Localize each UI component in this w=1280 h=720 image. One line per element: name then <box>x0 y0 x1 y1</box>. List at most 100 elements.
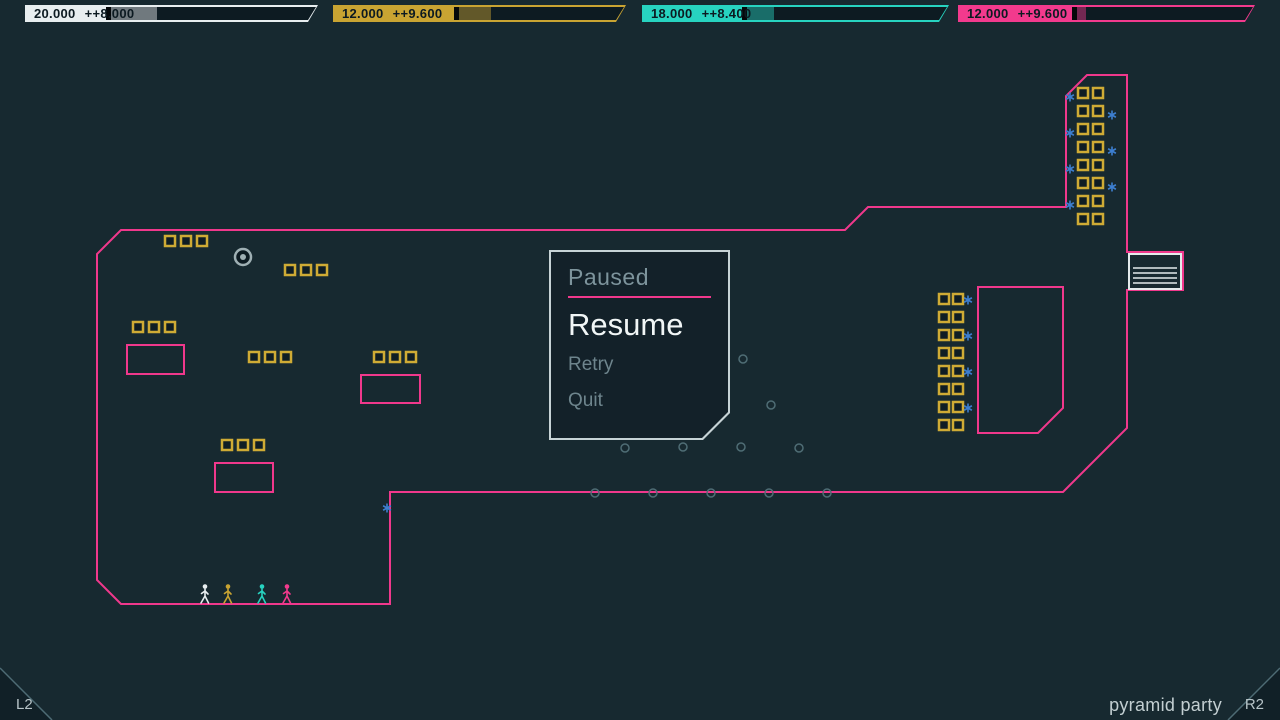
timer-bar-player2: 12.000 ++9.600 <box>333 5 626 22</box>
gold-piece <box>1076 176 1090 190</box>
mine <box>620 443 630 453</box>
gold-piece <box>937 310 951 324</box>
gold-piece <box>372 350 386 364</box>
pause-menu: Paused Resume Retry Quit <box>549 250 730 440</box>
timer-tick <box>106 7 111 20</box>
corner-line-right <box>1227 667 1280 720</box>
left-trigger-hint: L2 <box>16 696 33 713</box>
timer-bar-player3: 18.000 ++8.400 <box>642 5 949 22</box>
timer-track: 18.000 ++8.400 <box>644 7 947 20</box>
player-ninja <box>223 584 233 604</box>
gold-piece <box>1076 140 1090 154</box>
timer-value: 12.000 <box>967 7 1009 20</box>
timer-bar-player1: 20.000 ++8.000 <box>25 5 318 22</box>
asterisk-mark <box>1065 128 1075 138</box>
asterisk-mark <box>1065 92 1075 102</box>
menu-item-resume[interactable]: Resume <box>568 307 684 342</box>
timer-text: 18.000 ++8.400 <box>651 7 751 20</box>
pause-title: Paused <box>568 264 650 290</box>
gold-piece <box>315 263 329 277</box>
gold-piece <box>283 263 297 277</box>
gold-piece <box>1091 158 1105 172</box>
gold-piece <box>252 438 266 452</box>
player-ninja <box>200 584 210 604</box>
timer-fill <box>27 7 108 20</box>
asterisk-mark <box>963 403 973 413</box>
gold-piece <box>951 364 965 378</box>
gold-piece <box>131 320 145 334</box>
asterisk-mark <box>1107 182 1117 192</box>
timer-tick <box>742 7 747 20</box>
timer-fill <box>644 7 744 20</box>
pause-menu-body: Paused Resume Retry Quit <box>551 252 728 438</box>
gold-piece <box>163 234 177 248</box>
timer-text: 12.000 ++9.600 <box>967 7 1067 20</box>
timer-bonus-value: ++8.400 <box>701 7 752 20</box>
gold-piece <box>263 350 277 364</box>
large-mine-core <box>240 254 246 260</box>
gold-piece <box>937 382 951 396</box>
gold-piece <box>1076 122 1090 136</box>
player-ninja <box>257 584 267 604</box>
asterisk-mark <box>382 503 392 513</box>
asterisk-mark <box>1107 146 1117 156</box>
gold-piece <box>937 400 951 414</box>
gold-piece <box>1076 194 1090 208</box>
mine <box>822 488 832 498</box>
gold-piece <box>1076 212 1090 226</box>
menu-item-retry[interactable]: Retry <box>568 354 614 375</box>
exit-door <box>1128 253 1182 290</box>
corner-line-left <box>0 667 53 720</box>
gold-piece <box>937 328 951 342</box>
gold-piece <box>220 438 234 452</box>
gold-piece <box>937 346 951 360</box>
mine <box>648 488 658 498</box>
gold-piece <box>1076 104 1090 118</box>
gold-piece <box>236 438 250 452</box>
mine <box>738 354 748 364</box>
asterisk-mark <box>1065 200 1075 210</box>
gold-piece <box>1091 86 1105 100</box>
gold-piece <box>1076 158 1090 172</box>
mine <box>764 488 774 498</box>
mine <box>794 443 804 453</box>
timer-value: 12.000 <box>342 7 384 20</box>
asterisk-mark <box>1065 164 1075 174</box>
timer-tick <box>1072 7 1077 20</box>
wall-block <box>360 374 421 404</box>
gold-piece <box>1091 194 1105 208</box>
gold-piece <box>937 292 951 306</box>
gold-piece <box>951 400 965 414</box>
gold-piece <box>147 320 161 334</box>
right-trigger-hint: R2 <box>1244 696 1264 713</box>
player-ninja <box>282 584 292 604</box>
mine <box>590 488 600 498</box>
gold-piece <box>179 234 193 248</box>
timer-bonus-value: ++8.000 <box>84 7 135 20</box>
gold-piece <box>951 346 965 360</box>
timer-tick <box>454 7 459 20</box>
hud-timers: 20.000 ++8.000 12.000 ++9.600 18.000 ++8… <box>0 0 1280 28</box>
gold-piece <box>1076 86 1090 100</box>
pause-title-underline <box>568 296 711 298</box>
gold-piece <box>951 418 965 432</box>
mine <box>706 488 716 498</box>
timer-bar-player4: 12.000 ++9.600 <box>958 5 1255 22</box>
timer-value: 20.000 <box>34 7 76 20</box>
level-name: pyramid party <box>1109 695 1222 715</box>
timer-track: 12.000 ++9.600 <box>960 7 1253 20</box>
gold-piece <box>247 350 261 364</box>
asterisk-mark <box>1107 110 1117 120</box>
gold-piece <box>195 234 209 248</box>
gold-piece <box>1091 176 1105 190</box>
wall-block <box>214 462 274 493</box>
timer-text: 12.000 ++9.600 <box>342 7 442 20</box>
timer-bonus-value: ++9.600 <box>1017 7 1068 20</box>
timer-bonus-value: ++9.600 <box>392 7 443 20</box>
menu-item-quit[interactable]: Quit <box>568 390 603 411</box>
gold-piece <box>299 263 313 277</box>
gold-piece <box>951 310 965 324</box>
mine <box>736 442 746 452</box>
timer-fill <box>335 7 456 20</box>
